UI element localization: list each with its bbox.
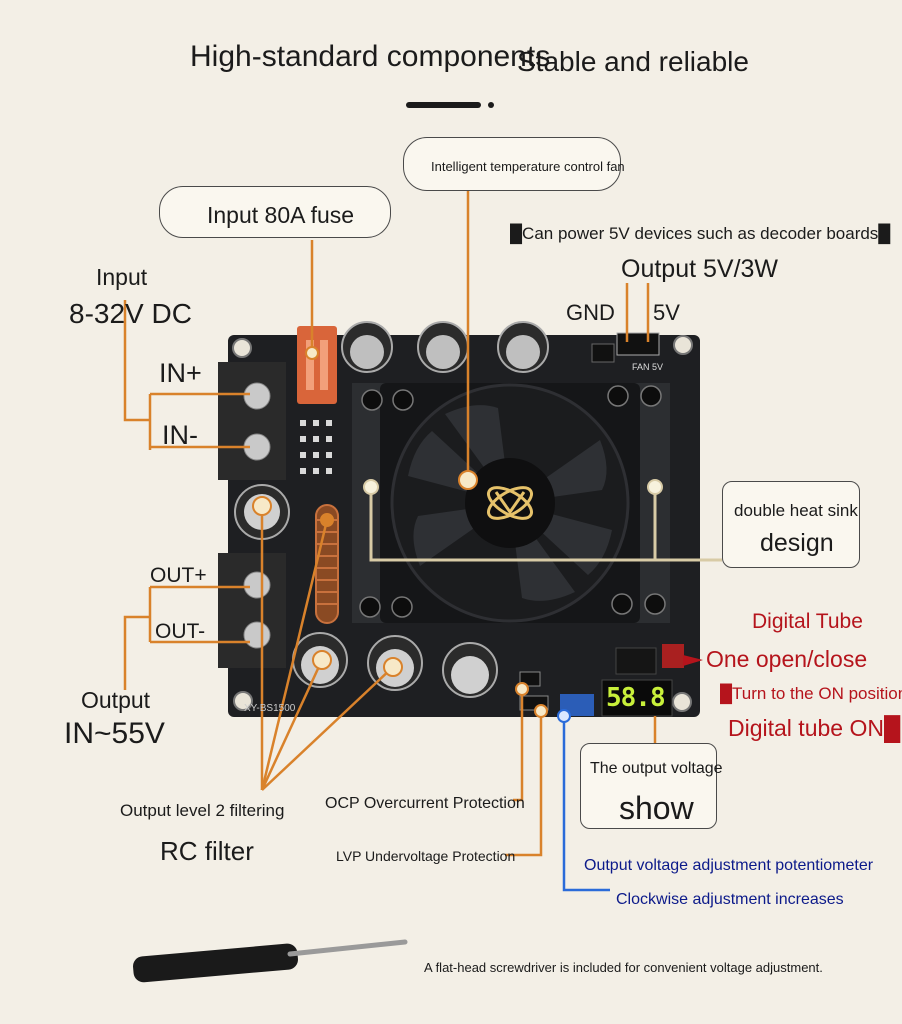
heatsink-callout-box xyxy=(722,481,860,568)
fan-5v-silkscreen: FAN 5V xyxy=(632,362,664,372)
out-minus-label: OUT- xyxy=(155,620,206,643)
screwdriver-shaft xyxy=(287,939,408,957)
display-readout: 58.8 xyxy=(606,683,666,713)
voltage-show-callout-box xyxy=(580,743,717,829)
potentiometer xyxy=(560,694,594,716)
potentiometer-label-2: Clockwise adjustment increases xyxy=(616,891,844,908)
power5v-note: █Can power 5V devices such as decoder bo… xyxy=(510,224,891,243)
input-terminal-block xyxy=(218,362,286,480)
header-title-left: High-standard components xyxy=(190,40,551,73)
v5-label: 5V xyxy=(653,300,680,325)
in-plus-label: IN+ xyxy=(159,358,202,388)
terminal-screw-icon xyxy=(243,621,271,649)
lvp-label: LVP Undervoltage Protection xyxy=(336,848,516,864)
screwdriver-note: A flat-head screwdriver is included for … xyxy=(424,960,823,975)
fuse-callout-label: Input 80A fuse xyxy=(207,202,355,228)
output5v-label: Output 5V/3W xyxy=(621,255,779,283)
header-divider xyxy=(406,102,481,108)
header-title-right: Stable and reliable xyxy=(517,46,749,77)
switch-arrow-icon xyxy=(683,655,703,666)
digital-tube-label: Digital Tube xyxy=(752,610,863,633)
ocp-label: OCP Overcurrent Protection xyxy=(325,795,525,812)
fan-callout-box xyxy=(403,137,621,191)
voltage-show-label-1: The output voltage xyxy=(590,760,723,777)
mount-hole-icon xyxy=(233,691,253,711)
header-divider-dot xyxy=(488,102,494,108)
terminal-screw-icon xyxy=(243,571,271,599)
potentiometer-label-1: Output voltage adjustment potentiometer xyxy=(584,857,874,874)
filter-label-2: RC filter xyxy=(160,836,254,866)
tube-on-label: Digital tube ON█ xyxy=(728,715,901,741)
output-range: IN~55V xyxy=(64,717,165,750)
fan-hub xyxy=(465,458,555,548)
fuse xyxy=(297,326,337,404)
input-label: Input xyxy=(96,264,148,290)
heatsink-label-1: double heat sink xyxy=(734,501,858,520)
turn-on-label: █Turn to the ON position xyxy=(720,684,902,703)
mount-hole-icon xyxy=(672,692,692,712)
input-range: 8-32V DC xyxy=(69,298,192,329)
in-minus-label: IN- xyxy=(162,420,198,450)
gnd-label: GND xyxy=(566,300,615,325)
mount-hole-icon xyxy=(673,335,693,355)
output-label: Output xyxy=(81,687,151,713)
terminal-screw-icon xyxy=(243,382,271,410)
output-terminal-block xyxy=(218,553,286,668)
fan-callout-label: Intelligent temperature control fan xyxy=(431,159,625,174)
display-switch xyxy=(662,644,684,668)
out-plus-label: OUT+ xyxy=(150,564,207,587)
screwdriver-handle xyxy=(133,943,298,983)
fan-5v-header xyxy=(616,332,660,356)
voltage-show-label-2: show xyxy=(619,790,694,826)
one-open-close-label: One open/close xyxy=(706,646,868,672)
mount-hole-icon xyxy=(232,338,252,358)
filter-label-1: Output level 2 filtering xyxy=(120,801,285,820)
model-silkscreen: XY-BS1500 xyxy=(244,703,296,714)
fuse-callout-box xyxy=(159,186,391,238)
digital-tube-display xyxy=(601,679,673,717)
heatsink-label-2: design xyxy=(760,529,834,557)
